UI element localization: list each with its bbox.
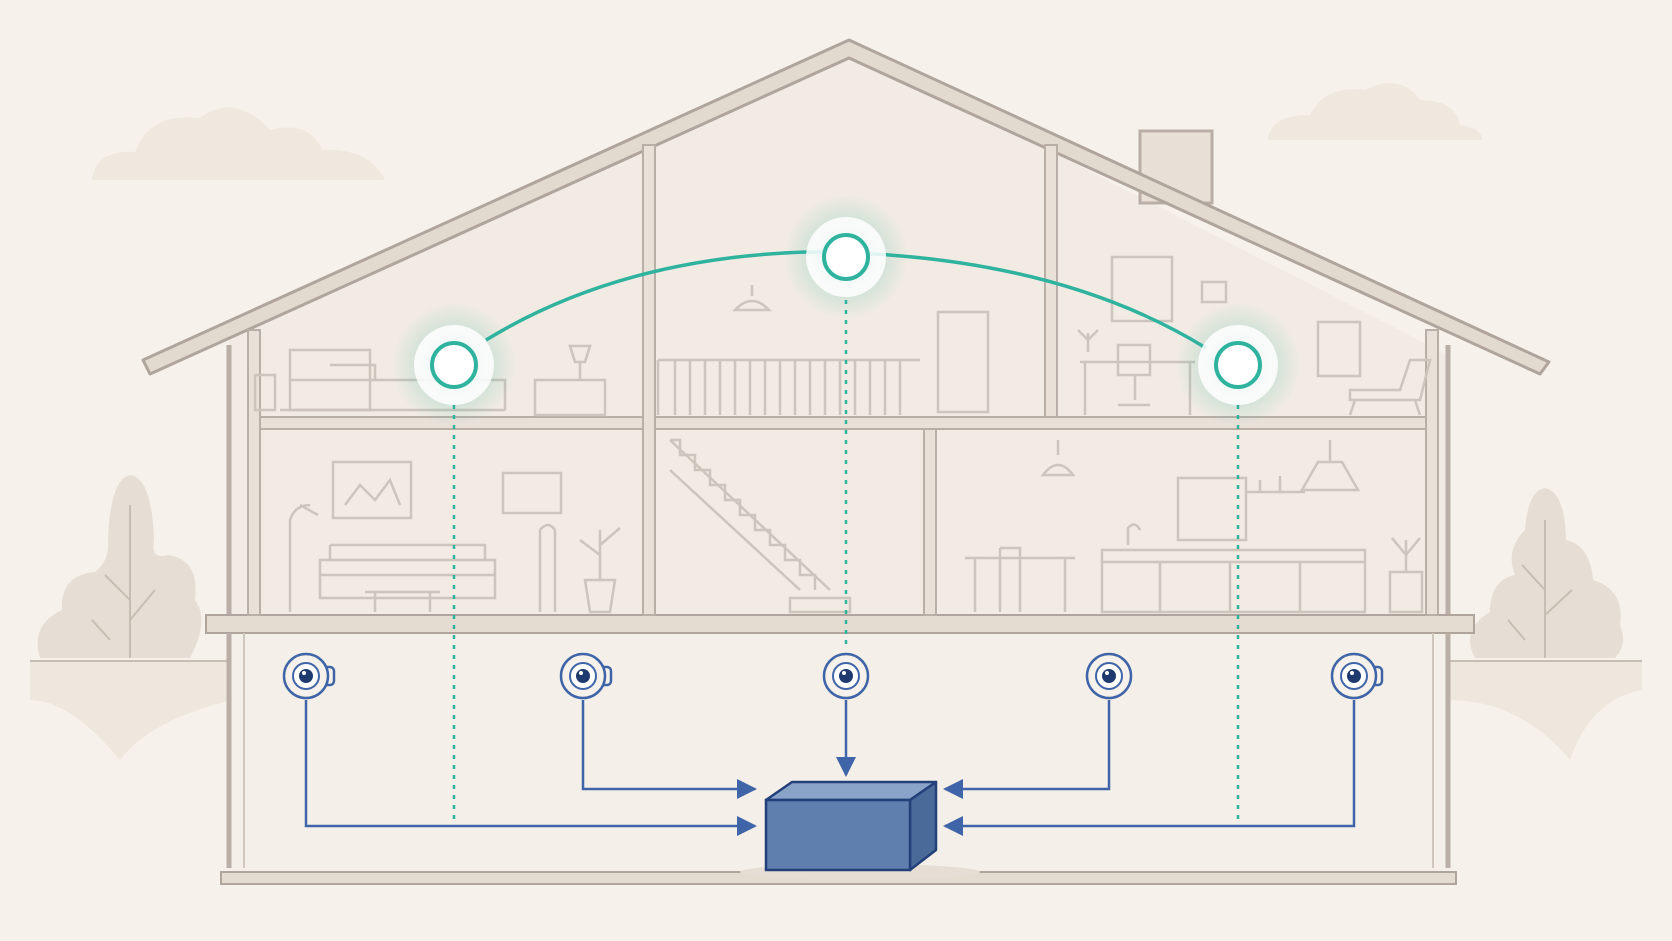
wifi-mesh-node-icon — [784, 195, 908, 319]
wifi-mesh-node-icon — [392, 303, 516, 427]
cloud-icon — [92, 107, 385, 180]
recorder-top — [764, 780, 938, 802]
security-camera-icon — [822, 652, 870, 700]
security-camera-icon — [559, 652, 613, 700]
security-camera-icon — [282, 652, 336, 700]
cameras — [282, 652, 1384, 700]
tree-icon — [1470, 488, 1624, 658]
security-camera-icon — [1330, 652, 1384, 700]
mesh-nodes — [392, 195, 1300, 427]
ground — [30, 660, 1642, 760]
mesh-drop-lines — [452, 300, 1240, 825]
nvr-recorder-box-icon — [740, 780, 980, 880]
cloud-icon — [1268, 82, 1482, 140]
roof — [141, 38, 1551, 376]
wifi-mesh-node-icon — [1176, 303, 1300, 427]
tree-icon — [37, 475, 202, 658]
security-camera-icon — [1085, 652, 1133, 700]
basement — [226, 633, 1451, 868]
recorder-front — [764, 798, 912, 872]
camera-wiring — [304, 700, 1356, 836]
